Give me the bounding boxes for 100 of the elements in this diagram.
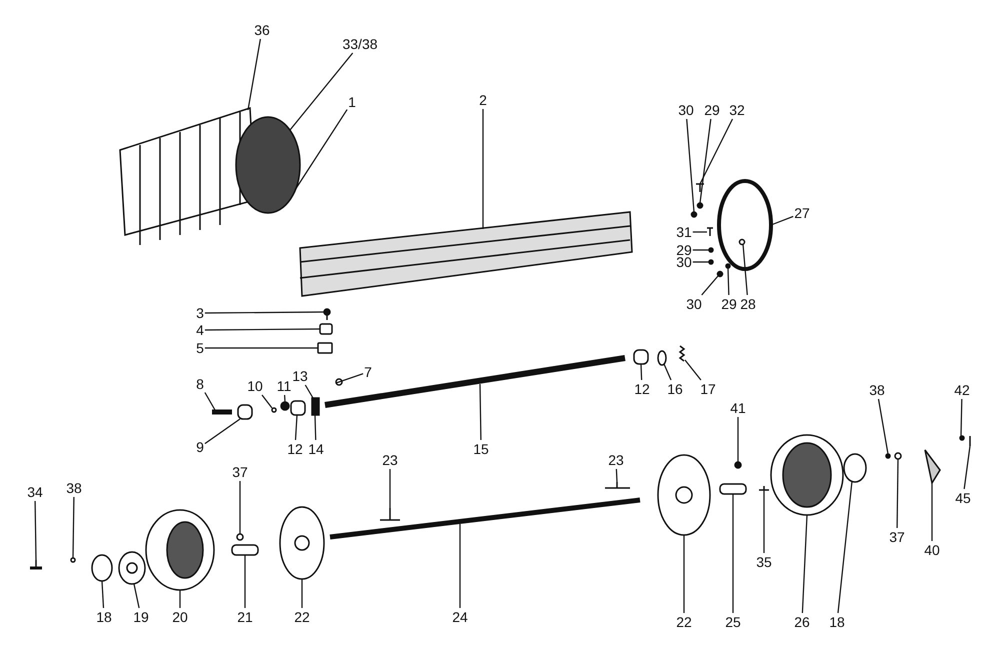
leader-line (964, 446, 971, 490)
callout-number: 12 (634, 381, 650, 397)
callout-number: 38 (66, 480, 82, 496)
leader-line (247, 38, 261, 110)
bushing-drawing (290, 400, 306, 416)
callout-number: 34 (27, 484, 43, 500)
flange-drawing (843, 453, 867, 483)
leader-line (179, 590, 181, 608)
leader-line (294, 109, 348, 190)
dot-drawing (708, 247, 714, 253)
leader-line (284, 394, 286, 402)
pin-drawing (758, 485, 770, 491)
leader-line (204, 418, 240, 444)
leader-line (837, 480, 853, 614)
leader-line (960, 398, 962, 436)
callout-number: 22 (294, 609, 310, 625)
callout-number: 18 (96, 609, 112, 625)
callout-number: 9 (196, 439, 204, 455)
washer-drawing (271, 407, 277, 413)
dot-drawing (708, 259, 714, 265)
leader-line (727, 268, 730, 296)
leader-line (479, 384, 482, 440)
callout-number: 36 (254, 22, 270, 38)
dot-drawing (70, 557, 76, 563)
callout-number: 19 (133, 609, 149, 625)
callout-number: 1 (348, 94, 356, 110)
callout-number: 21 (237, 609, 253, 625)
dot-drawing (959, 435, 965, 441)
callout-number: 12 (287, 441, 303, 457)
callout-number: 13 (292, 368, 308, 384)
pin-drawing (30, 560, 42, 570)
dot-drawing (696, 202, 704, 209)
leader-line (770, 216, 794, 226)
leader-line (389, 469, 391, 508)
callout-number: 30 (686, 296, 702, 312)
leader-line (878, 398, 889, 454)
callout-number: 38 (869, 382, 885, 398)
clip-drawing (317, 342, 333, 354)
callout-number: 20 (172, 609, 188, 625)
callout-number: 31 (676, 224, 692, 240)
spring-drawing (678, 345, 686, 362)
callout-number: 45 (955, 490, 971, 506)
leader-line (459, 524, 461, 608)
leader-line (336, 373, 364, 384)
leader-line (616, 468, 618, 482)
callout-number: 24 (452, 609, 468, 625)
leader-line (101, 580, 104, 608)
wheel-drawing (279, 506, 325, 580)
leader-line (699, 118, 734, 184)
callout-number: 16 (667, 381, 683, 397)
leader-line (204, 347, 318, 349)
sleeve-drawing (231, 544, 259, 556)
callout-number: 2 (479, 92, 487, 108)
callout-number: 41 (730, 400, 746, 416)
housing-drawing (770, 434, 844, 516)
dot-drawing (716, 270, 724, 278)
leader-line (701, 276, 718, 296)
callout-number: 14 (308, 441, 324, 457)
bracket-drawing (924, 449, 941, 485)
leader-line (314, 414, 316, 440)
callout-number: 40 (924, 542, 940, 558)
leader-line (204, 392, 216, 410)
callout-number: 42 (954, 382, 970, 398)
leader-line (732, 494, 734, 613)
leader-line (262, 394, 272, 408)
sleeve-drawing (237, 404, 253, 420)
leader-line (896, 459, 899, 528)
callout-number: 18 (829, 614, 845, 630)
leader-line (686, 118, 695, 212)
callout-number: 7 (364, 364, 372, 380)
bushing-drawing (633, 349, 649, 365)
leader-line (692, 231, 707, 233)
leader-line (640, 364, 642, 380)
housing-drawing (145, 509, 215, 591)
wheel-drawing (657, 454, 711, 536)
band-drawing (717, 179, 773, 271)
sleeve-drawing (719, 483, 747, 495)
leader-line (737, 417, 739, 462)
callout-number: 8 (196, 376, 204, 392)
leader-line (663, 364, 672, 380)
callout-number: 30 (678, 102, 694, 118)
leader-line (482, 109, 484, 229)
pin-drawing (706, 227, 714, 237)
callout-number: 23 (382, 452, 398, 468)
leader-line (133, 584, 140, 608)
bracket-drawing (311, 397, 320, 416)
callout-number: 32 (729, 102, 745, 118)
dot-drawing (734, 461, 742, 469)
pin-drawing (604, 481, 631, 489)
nut-drawing (319, 323, 333, 335)
leader-line (699, 118, 712, 204)
leader-line (72, 497, 74, 558)
nut-drawing (280, 401, 290, 411)
callout-number: 27 (794, 205, 810, 221)
callout-number: 22 (676, 614, 692, 630)
callout-number: 15 (473, 441, 489, 457)
end-disc-drawing (235, 116, 301, 214)
callout-number: 10 (247, 378, 263, 394)
leader-line (301, 579, 303, 608)
leader-line (763, 490, 765, 553)
